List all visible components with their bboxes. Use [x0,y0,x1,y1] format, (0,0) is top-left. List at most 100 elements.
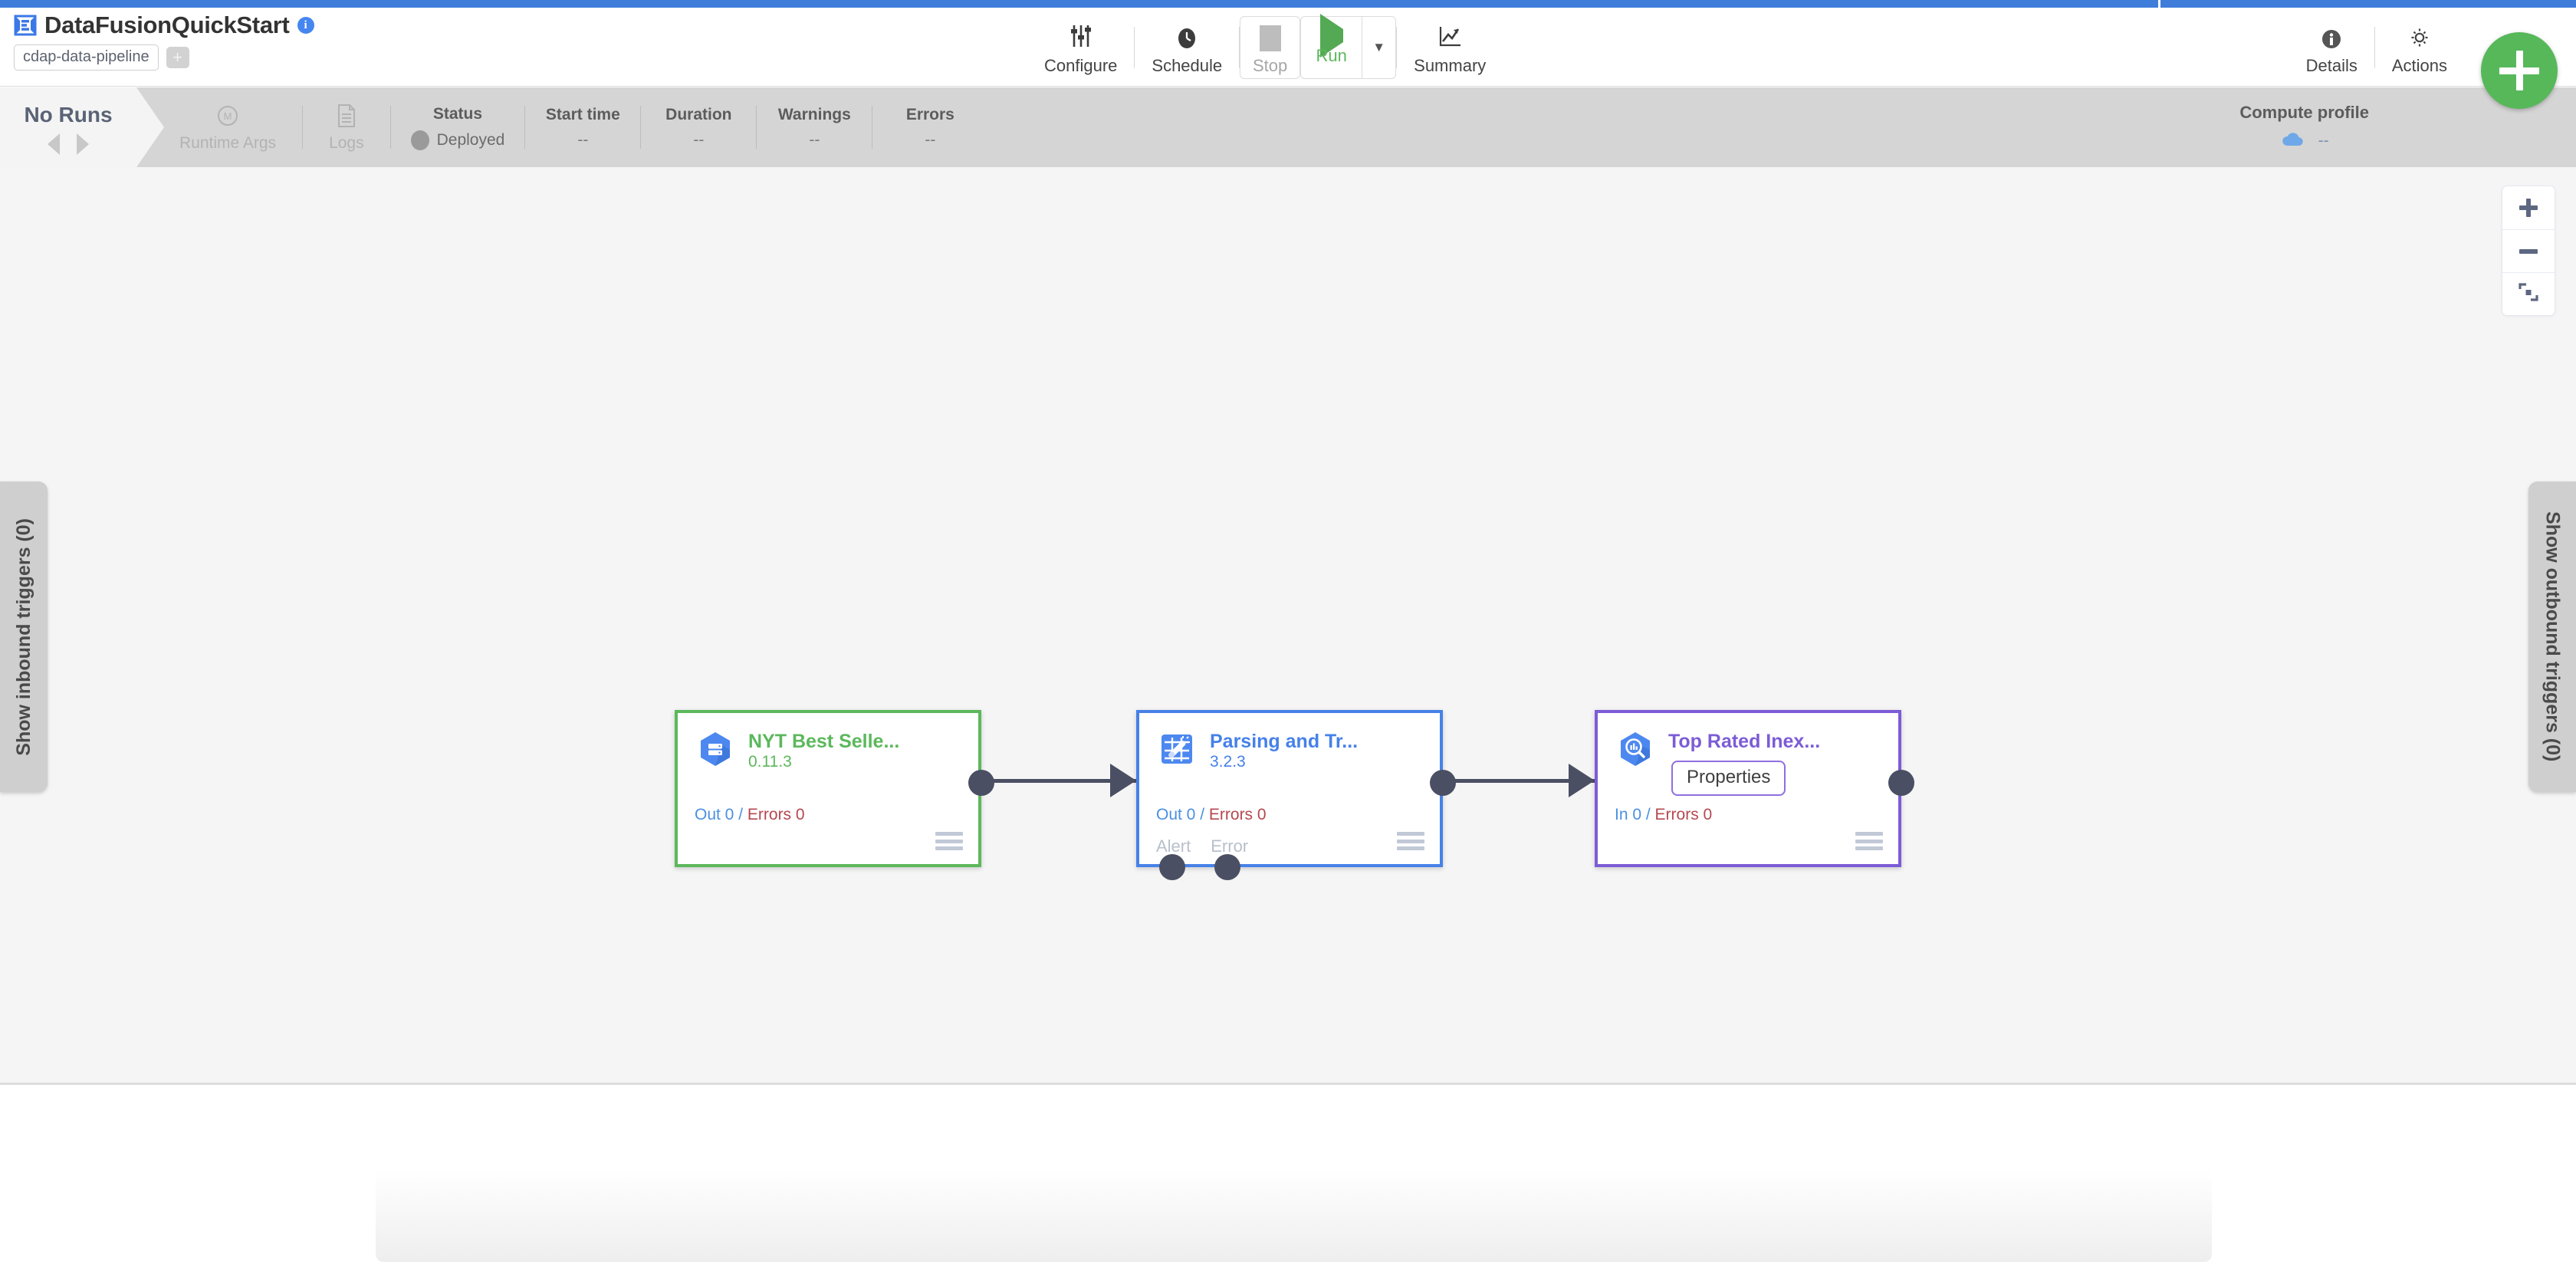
pipeline-node-sink[interactable]: Top Rated Inex... Properties In 0 / Erro… [1595,710,1914,867]
node-output-port[interactable] [1888,770,1914,796]
footer-panel-card [376,1170,2212,1262]
actions-button[interactable]: Actions [2375,15,2464,81]
schedule-label: Schedule [1152,55,1223,75]
duration-value: -- [693,130,705,149]
show-inbound-triggers-tab[interactable]: Show inbound triggers (0) [0,481,48,792]
status-header: Status [432,104,483,123]
pipeline-node-transform[interactable]: Parsing and Tr... 3.2.3 Out 0 / Errors 0… [1136,710,1456,880]
gear-icon [2405,19,2434,51]
node-error-count: Errors 0 [1654,806,1713,823]
runs-navigation-tab: No Runs [0,87,164,167]
info-circle-icon [2318,19,2345,51]
schedule-button[interactable]: Schedule [1135,15,1239,81]
stop-button[interactable]: Stop [1240,15,1301,79]
accent-bar-divider [2158,0,2160,8]
node-error-count: Errors 0 [1208,806,1267,823]
stop-label: Stop [1253,55,1288,75]
duration-header: Duration [665,105,732,123]
toolbar-divider [1239,26,1240,68]
status-divider [756,106,757,149]
toolbar-divider [1134,26,1135,68]
logs-document-icon [335,102,358,130]
chevron-left-icon[interactable] [48,133,60,155]
summary-button[interactable]: Summary [1397,15,1503,81]
compute-profile[interactable]: Compute profile -- [2239,87,2369,167]
actions-label: Actions [2391,55,2447,75]
status-metric-status: Status Deployed [391,87,525,167]
fit-to-screen-button[interactable] [2502,272,2555,315]
start-time-value: -- [577,130,589,149]
status-metric-duration: Duration -- [641,87,756,167]
node-version: 3.2.3 [1210,753,1246,771]
show-outbound-triggers-tab[interactable]: Show outbound triggers (0) [2528,481,2576,792]
metrics-separator: / [734,806,748,823]
summary-chart-icon [1434,19,1465,51]
connection-line-2[interactable] [1441,779,1599,783]
artifact-type-chip[interactable]: cdap-data-pipeline [14,44,159,71]
runtime-args-button[interactable]: M Runtime Args [153,87,302,167]
node-menu-icon[interactable] [1397,832,1424,850]
errors-header: Errors [905,105,955,123]
run-options-dropdown[interactable]: ▼ [1362,16,1395,78]
bigquery-sink-icon [1615,728,1656,770]
node-metrics: Out 0 / Errors 0 [695,806,805,824]
info-icon[interactable]: i [297,17,314,34]
zoom-out-button[interactable] [2502,229,2555,272]
cloud-icon [2280,130,2308,153]
configure-sliders-icon [1066,19,1096,51]
details-button[interactable]: Details [2289,15,2374,81]
node-out-count: Out 0 [1156,806,1196,823]
pipeline-canvas[interactable]: NYT Best Selle... 0.11.3 Out 0 / Errors … [0,167,2576,1085]
compute-profile-value: -- [2318,132,2329,150]
node-version: 0.11.3 [748,753,792,771]
bigquery-source-icon [695,728,736,770]
run-button[interactable]: Run [1301,13,1362,78]
macro-icon: M [215,102,241,130]
status-metric-warnings: Warnings -- [757,87,872,167]
node-error-count: Errors 0 [747,806,805,823]
run-label: Run [1316,45,1347,65]
status-badge-dot [410,130,429,150]
node-name: Top Rated Inex... [1668,731,1821,752]
status-badge: Deployed [436,130,505,149]
errors-value: -- [925,130,936,149]
page-title: DataFusionQuickStart [44,12,290,38]
metrics-separator: / [1195,806,1209,823]
warnings-header: Warnings [777,105,851,123]
node-out-count: Out 0 [695,806,734,823]
node-output-port[interactable] [1430,770,1456,796]
pipeline-node-source[interactable]: NYT Best Selle... 0.11.3 Out 0 / Errors … [675,710,994,867]
browser-top-accent-bar [0,0,2576,8]
logs-button[interactable]: Logs [303,87,390,167]
configure-button[interactable]: Configure [1027,15,1134,81]
chevron-right-icon[interactable] [77,133,89,155]
configure-label: Configure [1044,55,1118,75]
logs-label: Logs [329,134,364,152]
node-menu-icon[interactable] [1855,832,1883,850]
runtime-args-label: Runtime Args [179,134,277,152]
toolbar-divider [1396,26,1398,68]
warnings-value: -- [809,130,820,149]
connection-line-1[interactable] [981,779,1141,783]
node-name: Parsing and Tr... [1210,731,1359,752]
node-properties-button[interactable]: Properties [1671,761,1786,796]
status-divider [524,106,526,149]
summary-label: Summary [1414,55,1487,75]
runs-count-label: No Runs [24,103,113,127]
plus-icon [2519,199,2538,217]
node-output-port[interactable] [968,770,994,796]
canvas-zoom-controls [2502,186,2555,316]
node-menu-icon[interactable] [935,832,963,850]
add-tag-button[interactable]: + [166,47,189,68]
pipeline-identity: DataFusionQuickStart i cdap-data-pipelin… [14,12,314,71]
error-port-label: Error [1211,836,1249,856]
add-plugin-fab[interactable] [2481,32,2558,109]
node-error-port[interactable] [1214,854,1240,880]
svg-text:M: M [224,110,232,122]
node-alert-port[interactable] [1159,854,1185,880]
zoom-in-button[interactable] [2502,186,2555,229]
status-divider [302,106,304,149]
node-name: NYT Best Selle... [748,731,900,752]
wrangler-icon [1156,728,1198,770]
inbound-triggers-label: Show inbound triggers (0) [12,518,34,756]
